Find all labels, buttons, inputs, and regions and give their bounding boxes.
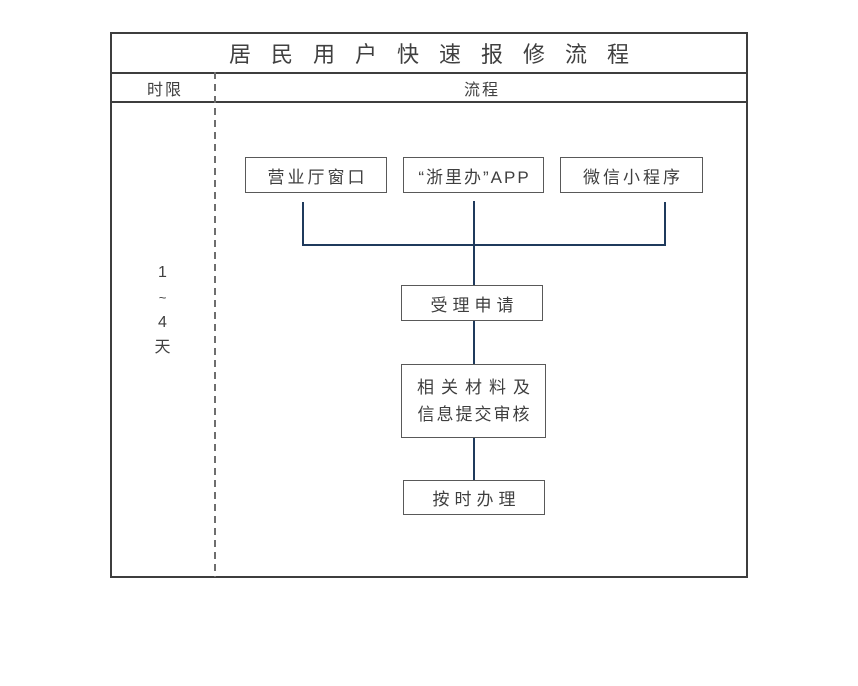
node-handle-on-time: 按时办理 xyxy=(403,480,545,515)
timeline-duration: 1 ~ 4 天 xyxy=(110,260,215,360)
connector-channel2-drop xyxy=(473,201,475,286)
node-materials-review-line2: 信息提交审核 xyxy=(417,405,532,424)
timeline-line-1: 1 xyxy=(158,264,167,281)
node-wechat-mini-program: 微信小程序 xyxy=(560,157,703,193)
node-materials-review: 相关材料及 信息提交审核 xyxy=(401,364,546,438)
node-materials-review-line1: 相关材料及 xyxy=(417,378,537,397)
node-zheliban-app: “浙里办”APP xyxy=(403,157,544,193)
page-title: 居民用户快速报修流程 xyxy=(228,42,649,67)
connector-accept-to-review xyxy=(473,320,475,365)
connector-merge-horizontal xyxy=(302,244,666,246)
header-process: 流程 xyxy=(463,81,500,99)
timeline-line-4: 天 xyxy=(154,339,171,356)
connector-channel1-drop xyxy=(302,202,304,245)
node-service-hall-window: 营业厅窗口 xyxy=(245,157,387,193)
header-time-limit: 时限 xyxy=(146,81,183,99)
node-accept-application: 受理申请 xyxy=(401,285,543,321)
column-divider-dashed-line xyxy=(214,72,216,577)
connector-channel3-drop xyxy=(664,202,666,245)
connector-review-to-handle xyxy=(473,437,475,481)
timeline-line-3: 4 xyxy=(158,314,167,331)
timeline-line-2: ~ xyxy=(158,290,167,305)
title-row: 居民用户快速报修流程 xyxy=(112,34,746,74)
header-row: 时限 流程 xyxy=(112,74,746,103)
